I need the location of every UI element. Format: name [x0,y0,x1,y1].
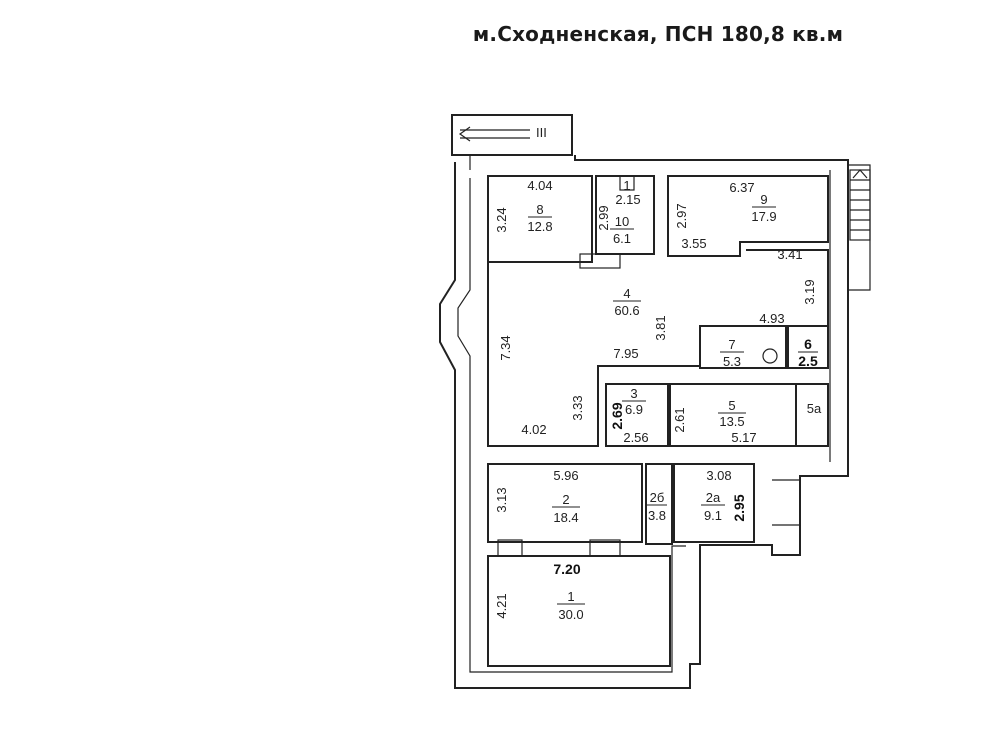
dim-label: 2.95 [731,494,747,521]
dim-label: 3.55 [681,236,706,251]
room-3-area: 6.9 [625,402,643,417]
room-10-id: 10 [615,214,629,229]
dim-label: 2.99 [596,205,611,230]
dim-label: 5.17 [731,430,756,445]
dim-label: 2.97 [674,203,689,228]
room-5-id: 5 [728,398,735,413]
dim-label: 7.20 [553,561,580,577]
room-4-area: 60.6 [614,303,639,318]
room-walls [487,175,829,667]
dim-label: 3.33 [570,395,585,420]
stair-small-label: 1 [623,178,630,193]
room-3-id: 3 [630,386,637,401]
room-4-id: 4 [623,286,630,301]
room-2b-area: 3.8 [648,508,666,523]
dim-label: 2.15 [615,192,640,207]
room-2a-area: 9.1 [704,508,722,523]
room-1-area: 30.0 [558,607,583,622]
dim-label: 6.37 [729,180,754,195]
room-5-area: 13.5 [719,414,744,429]
room-9-area: 17.9 [751,209,776,224]
dim-label: 2.61 [672,407,687,432]
dim-label: 4.93 [759,311,784,326]
stair-label: III [536,125,547,140]
room-2-area: 18.4 [553,510,578,525]
page-title: м.Сходненская, ПСН 180,8 кв.м [472,22,844,46]
room-9-id: 9 [760,192,767,207]
dim-label: 4.02 [521,422,546,437]
room-2-id: 2 [562,492,569,507]
dim-label: 3.41 [777,247,802,262]
room-6-id: 6 [804,336,812,352]
room-1-id: 1 [567,589,574,604]
dim-label: 5.96 [553,468,578,483]
room-8-area: 12.8 [527,219,552,234]
room-7-id: 7 [728,337,735,352]
dim-label: 2.69 [609,402,625,429]
room-10-area: 6.1 [613,231,631,246]
dim-label: 3.13 [494,487,509,512]
dimension-labels: 4.04 3.24 2.15 2.99 6.37 2.97 3.55 3.41 … [494,178,817,619]
room-2b-id: 2б [650,490,665,505]
stair-right [849,169,871,241]
dim-label: 3.81 [653,315,668,340]
dim-label: 3.24 [494,207,509,232]
dim-label: 3.19 [802,279,817,304]
room-8-id: 8 [536,202,543,217]
dim-label: 7.95 [613,346,638,361]
outer-walls [439,155,871,689]
dim-label: 2.56 [623,430,648,445]
room-5a-id: 5а [807,401,822,416]
dim-label: 7.34 [498,335,513,360]
room-2a-id: 2а [706,490,721,505]
stair-iii [451,114,573,170]
room-6-area: 2.5 [798,353,818,369]
dim-label: 4.04 [527,178,552,193]
dim-label: 3.08 [706,468,731,483]
room-labels: 8 12.8 10 6.1 9 17.9 4 60.6 7 5.3 6 2.5 … [527,178,822,622]
room-7-area: 5.3 [723,354,741,369]
dim-label: 4.21 [494,593,509,618]
